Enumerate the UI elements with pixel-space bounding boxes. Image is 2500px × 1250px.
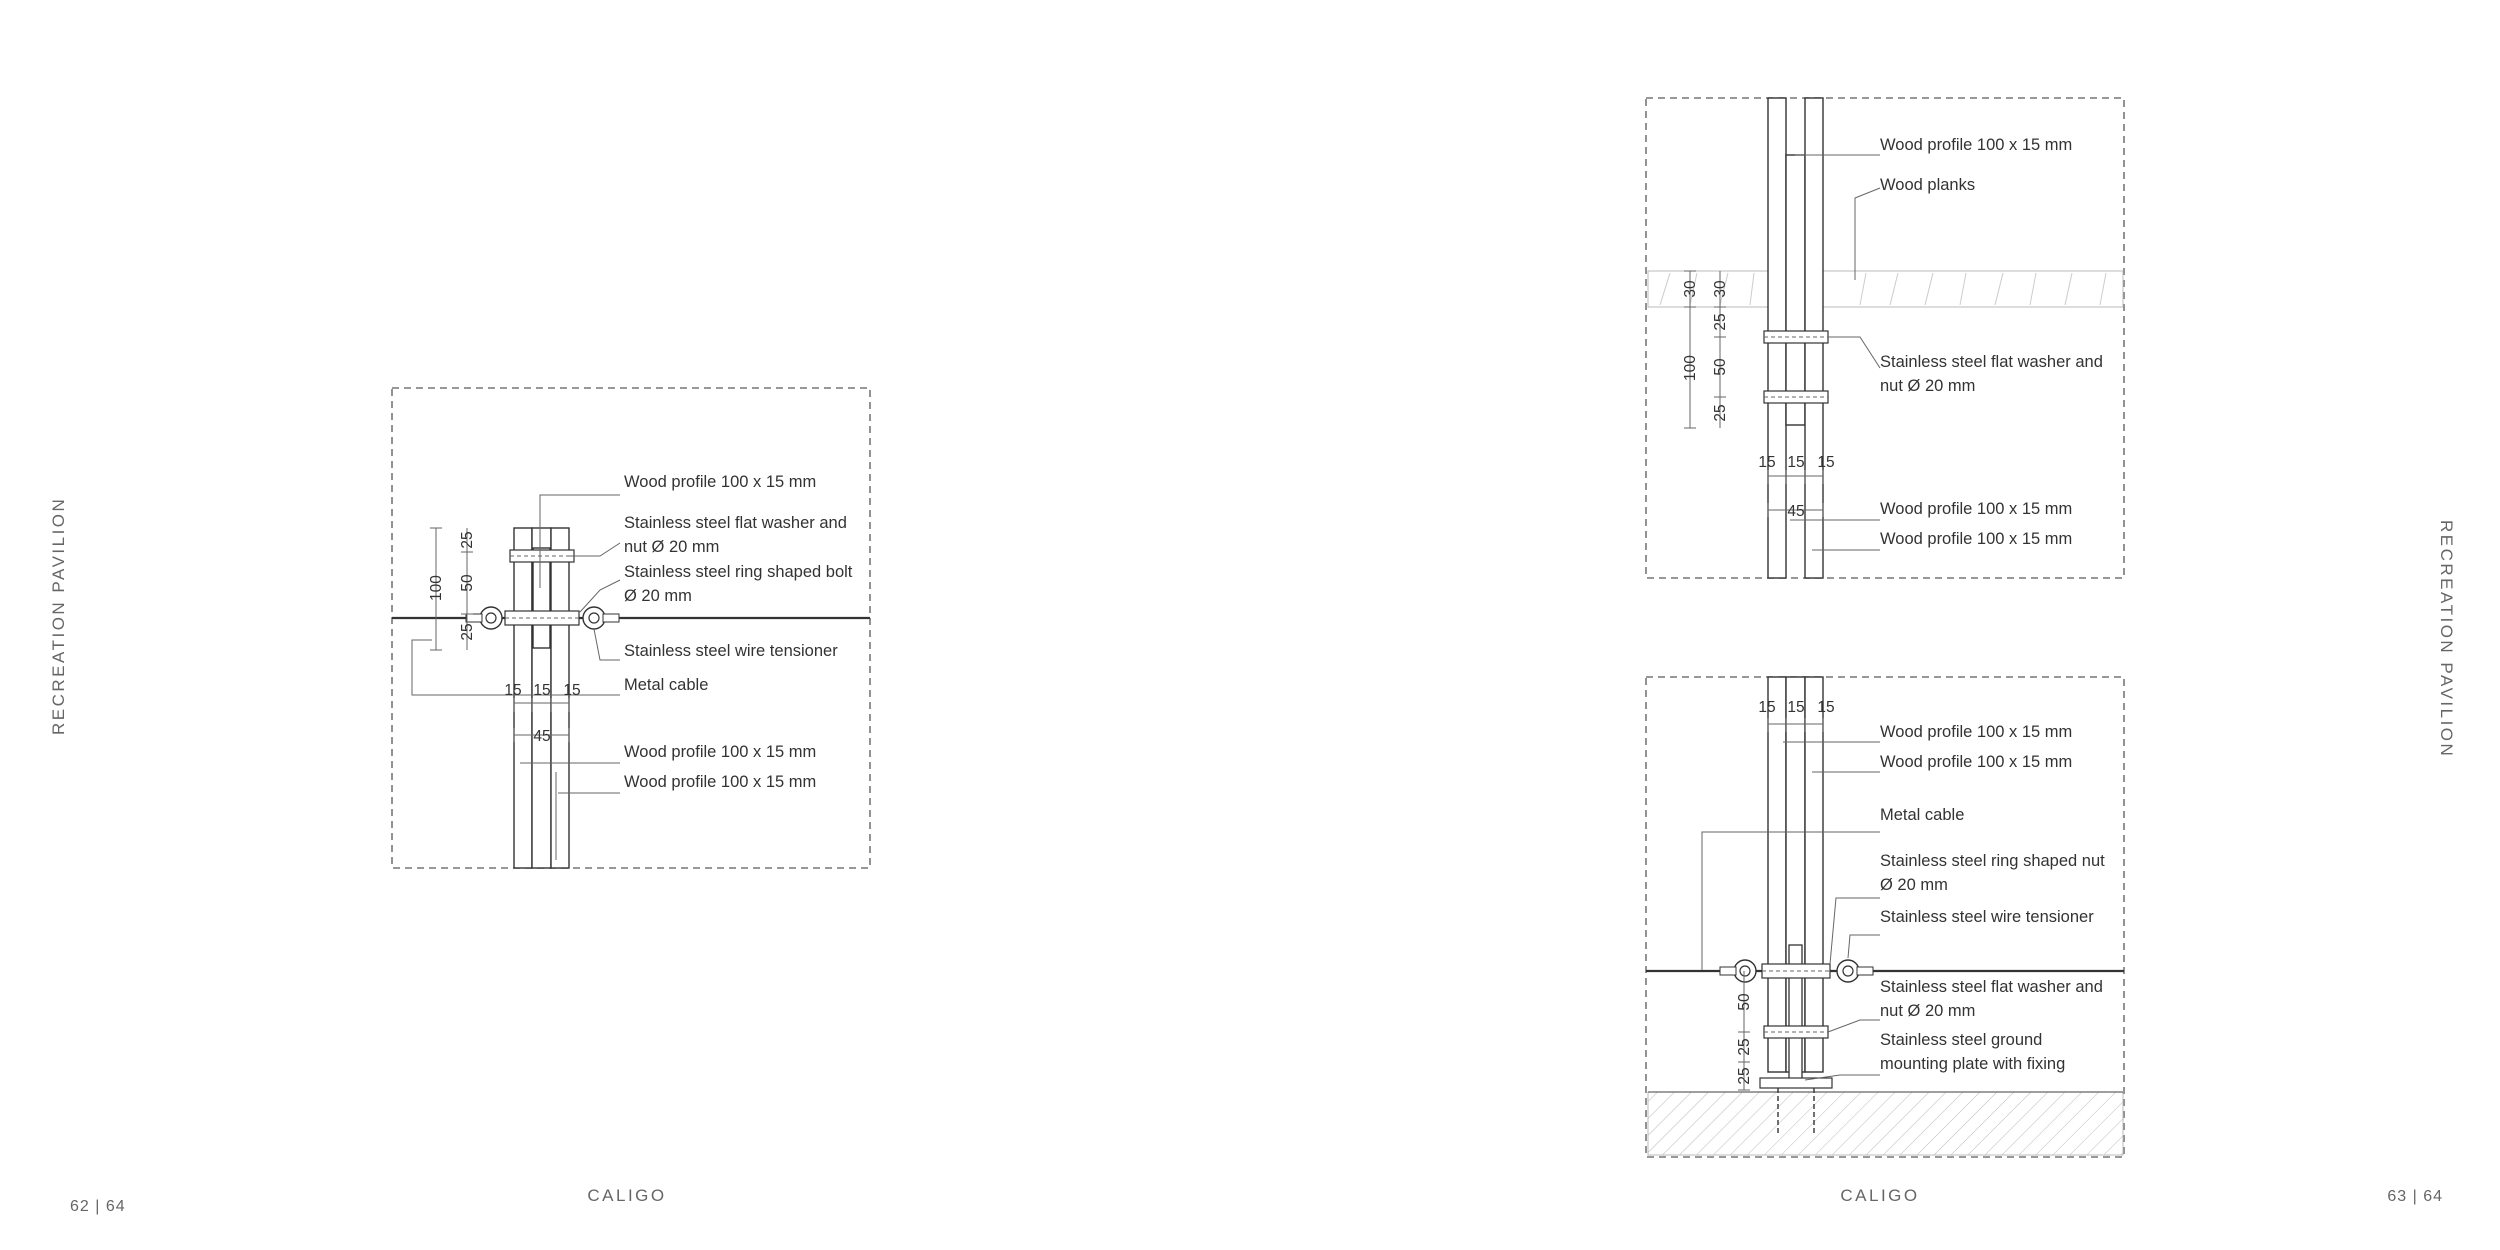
dim-25: 25: [459, 531, 476, 548]
label-flat-washer-2: nut Ø 20 mm: [624, 538, 719, 556]
dim-15: 15: [533, 682, 550, 699]
label-wood-profile: Wood profile 100 x 15 mm: [1880, 500, 2072, 518]
wire-tensioner: [1836, 959, 1860, 983]
dim-25: 25: [1712, 404, 1729, 421]
dim-45: 45: [533, 728, 550, 745]
left-side-title: RECREATION PAVILION: [49, 497, 68, 735]
label-mounting-plate: Stainless steel ground: [1880, 1031, 2042, 1049]
dim-50: 50: [1712, 358, 1729, 376]
dim-15: 15: [1758, 699, 1775, 716]
label-flat-washer-2: nut Ø 20 mm: [1880, 377, 1975, 395]
label-wood-profile: Wood profile 100 x 15 mm: [1880, 530, 2072, 548]
dim-15: 15: [1787, 699, 1804, 716]
label-wood-profile: Wood profile 100 x 15 mm: [1880, 753, 2072, 771]
wood-post: [1804, 676, 1824, 1073]
label-wire-tensioner: Stainless steel wire tensioner: [1880, 908, 2094, 926]
detail-left: Wood profile 100 x 15 mm Stainless steel…: [391, 387, 871, 869]
label-ring-nut-2: Ø 20 mm: [1880, 876, 1948, 894]
left-footer-title: CALIGO: [587, 1186, 666, 1205]
dim-15: 15: [1817, 454, 1834, 471]
right-side-title: RECREATION PAVILION: [2437, 520, 2456, 758]
label-mounting-plate-2: mounting plate with fixing: [1880, 1055, 2065, 1073]
inner-profile: [532, 547, 551, 649]
dim-25: 25: [459, 623, 476, 640]
label-wire-tensioner: Stainless steel wire tensioner: [624, 642, 838, 660]
detail-top-right: Wood profile 100 x 15 mm Wood planks Sta…: [1645, 97, 2125, 579]
dim-15: 15: [1817, 699, 1834, 716]
label-wood-profile: Wood profile 100 x 15 mm: [1880, 136, 2072, 154]
label-flat-washer: Stainless steel flat washer and: [1880, 353, 2103, 371]
right-footer-title: CALIGO: [1840, 1186, 1919, 1205]
label-wood-profile: Wood profile 100 x 15 mm: [624, 473, 816, 491]
dim-15: 15: [563, 682, 580, 699]
dim-50: 50: [1736, 993, 1753, 1011]
inner-profile: [1785, 154, 1806, 426]
label-wood-profile: Wood profile 100 x 15 mm: [1880, 723, 2072, 741]
dim-100: 100: [428, 575, 445, 601]
right-page-number: 63 | 64: [2387, 1188, 2443, 1205]
dim-15: 15: [1758, 454, 1775, 471]
dim-30: 30: [1682, 280, 1699, 298]
label-wood-planks: Wood planks: [1880, 176, 1975, 194]
label-metal-cable: Metal cable: [1880, 806, 1964, 824]
dim-15: 15: [504, 682, 521, 699]
label-ring-bolt-2: Ø 20 mm: [624, 587, 692, 605]
dim-30: 30: [1712, 280, 1729, 298]
dim-15: 15: [1787, 454, 1804, 471]
label-wood-profile: Wood profile 100 x 15 mm: [624, 773, 816, 791]
label-ring-nut: Stainless steel ring shaped nut: [1880, 852, 2105, 870]
dim-50: 50: [459, 574, 476, 592]
wire-tensioner: [1733, 959, 1757, 983]
left-page-number: 62 | 64: [70, 1198, 126, 1215]
detail-bottom-right: Wood profile 100 x 15 mm Wood profile 10…: [1645, 676, 2125, 1158]
label-flat-washer-2: nut Ø 20 mm: [1880, 1002, 1975, 1020]
wood-post: [1767, 676, 1787, 1073]
dim-25: 25: [1736, 1067, 1753, 1084]
dim-25: 25: [1736, 1038, 1753, 1055]
label-flat-washer: Stainless steel flat washer and: [624, 514, 847, 532]
dim-45: 45: [1787, 503, 1804, 520]
label-metal-cable: Metal cable: [624, 676, 708, 694]
label-flat-washer: Stainless steel flat washer and: [1880, 978, 2103, 996]
dim-100: 100: [1682, 355, 1699, 381]
label-wood-profile: Wood profile 100 x 15 mm: [624, 743, 816, 761]
ground: [1647, 1091, 2124, 1156]
dim-25: 25: [1712, 313, 1729, 330]
wire-tensioner: [582, 606, 606, 630]
wire-tensioner: [479, 606, 503, 630]
label-ring-bolt: Stainless steel ring shaped bolt: [624, 563, 853, 581]
